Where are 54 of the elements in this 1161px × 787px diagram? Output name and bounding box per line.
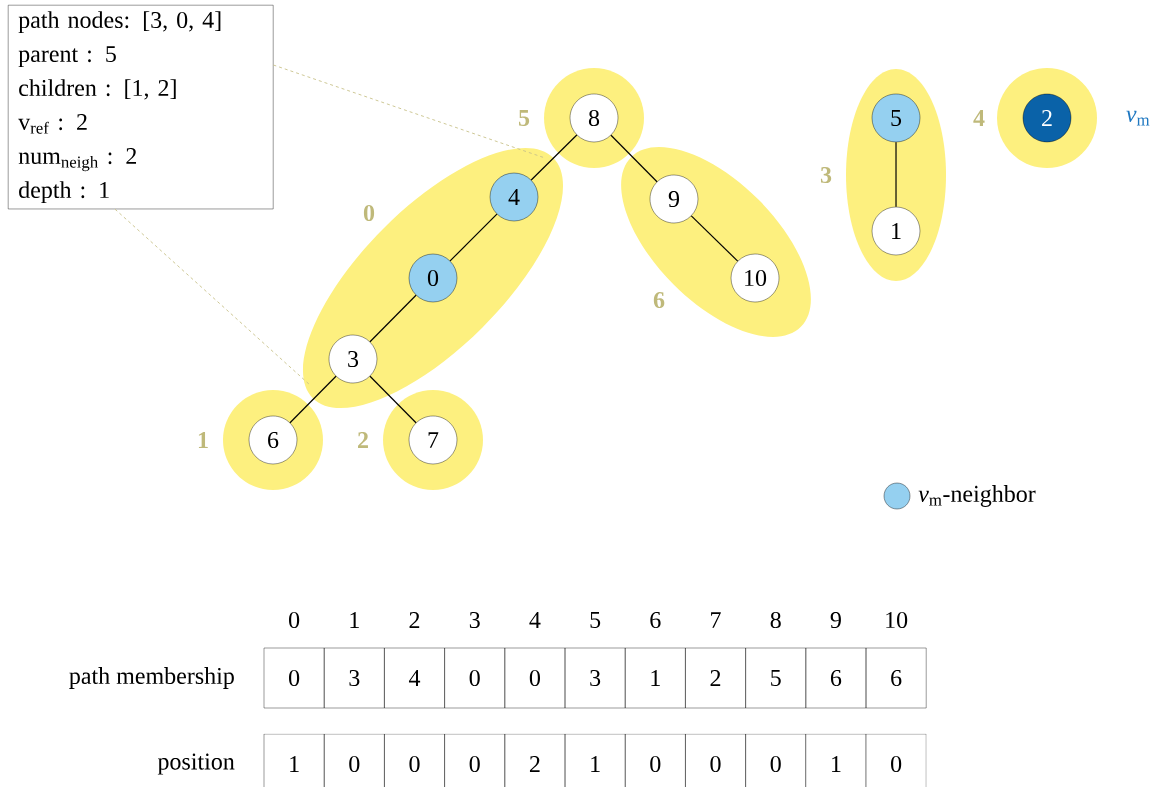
table-cell: 1 <box>805 733 867 787</box>
tree-edge <box>610 134 658 183</box>
table-cell: 4 <box>384 647 445 709</box>
tree-edge <box>369 375 417 424</box>
table-cell: 2 <box>504 733 566 787</box>
tree-edge <box>530 134 578 181</box>
table-cell: 1 <box>263 733 325 787</box>
path-label: 1 <box>198 432 208 448</box>
path-label: 0 <box>363 204 375 222</box>
table-cell: 6 <box>865 647 927 709</box>
table-cell: 0 <box>504 647 566 709</box>
tree-edge <box>449 213 498 262</box>
column-index: 8 <box>770 611 781 629</box>
leader-line <box>114 208 311 386</box>
row-label: path membership <box>69 667 234 689</box>
table-cell: 2 <box>685 647 746 709</box>
row-label: position <box>157 753 235 775</box>
column-index: 0 <box>289 611 300 629</box>
column-index: 7 <box>711 612 721 628</box>
tree-edge <box>289 375 337 424</box>
tree-edge <box>690 215 739 262</box>
table-cell: 0 <box>745 733 806 787</box>
path-label: 3 <box>820 166 832 184</box>
table-cell: 0 <box>384 733 445 787</box>
info-box: path nodes: [3, 0, 4] parent : 5 children : [1, 2] v$_{ref}$ : 2 num$_{neigh}$ : 2 depth : 1 <box>8 5 274 210</box>
table-cell: 6 <box>805 647 867 709</box>
legend-text: v$_{m}$-neighbor <box>918 485 1036 507</box>
table-cell: 0 <box>685 733 746 787</box>
column-index: 2 <box>409 612 420 628</box>
path-label: 6 <box>653 291 665 309</box>
column-index: 9 <box>830 611 841 629</box>
column-index: 1 <box>350 612 359 628</box>
table-cell: 0 <box>324 733 385 787</box>
table-cell: 5 <box>745 647 806 709</box>
table-cell: 0 <box>625 733 686 787</box>
table-cell: 0 <box>444 733 505 787</box>
path-label: 2 <box>358 432 368 448</box>
table-cell: 3 <box>564 647 626 709</box>
column-index: 10 <box>886 611 908 629</box>
column-index: 4 <box>529 612 541 628</box>
column-index: 5 <box>590 612 601 628</box>
column-index: 3 <box>469 611 480 629</box>
path-label: 4 <box>973 110 985 126</box>
table-cell: 0 <box>444 647 505 709</box>
table-cell: 3 <box>324 647 385 709</box>
table-cell: 0 <box>263 647 325 709</box>
tree-edge <box>895 141 897 208</box>
vertex-label: v$_{m}$ <box>1126 110 1150 126</box>
column-index: 6 <box>650 611 661 629</box>
path-label: 5 <box>518 110 530 126</box>
table-cell: 1 <box>564 733 626 787</box>
table-cell: 0 <box>865 733 927 787</box>
tree-edge <box>369 294 417 343</box>
table-cell: 1 <box>625 647 686 709</box>
